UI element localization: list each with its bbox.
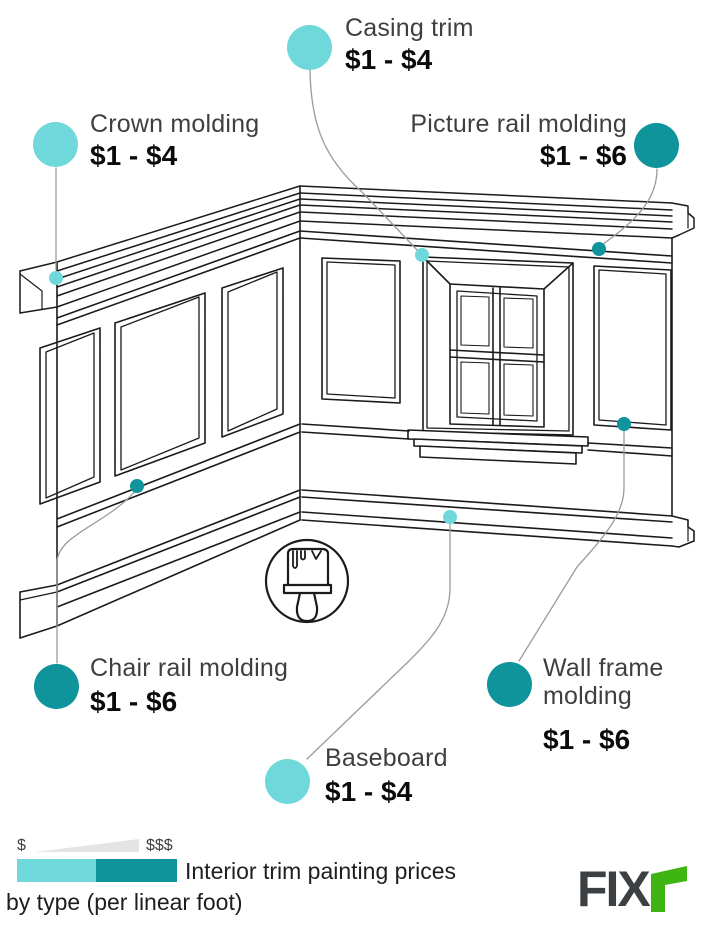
left-wall: [19, 185, 301, 639]
dot-crown: [49, 271, 63, 285]
callout-circle-wall-frame: [487, 662, 532, 707]
crown-molding-price: $1 - $4: [90, 140, 178, 171]
wall-frame-label: Wall frame molding: [543, 654, 664, 710]
leader-baseboard: [306, 523, 451, 760]
dot-picture-rail: [592, 242, 606, 256]
wall-frame-panels-left: [39, 267, 284, 505]
picture-rail-label: Picture rail molding: [410, 110, 627, 138]
callout-circle-baseboard: [265, 759, 310, 804]
fixr-logo: FIX: [577, 861, 687, 917]
callout-circle-crown-molding: [33, 122, 78, 167]
casing-trim-label: Casing trim: [345, 14, 474, 42]
connector-dots: [49, 242, 631, 524]
dot-casing: [415, 248, 429, 262]
leader-picture-rail: [602, 168, 658, 245]
legend-bar-high-tier: [96, 859, 177, 882]
baseboard-price: $1 - $4: [325, 776, 413, 807]
callout-circle-casing-trim: [287, 25, 332, 70]
picture-rail-left: [56, 230, 301, 319]
baseboard-right: [301, 489, 695, 548]
legend-bar-low-tier: [17, 859, 96, 882]
leader-wall-frame: [518, 429, 625, 662]
price-wedge-icon: [35, 839, 139, 852]
leader-casing: [309, 69, 420, 253]
window-casing: [422, 256, 574, 436]
legend-high-symbol: $$$: [146, 837, 173, 854]
legend-caption-line2: by type (per linear foot): [6, 889, 243, 915]
dot-chair-rail: [130, 479, 144, 493]
dot-wall-frame: [617, 417, 631, 431]
paintbrush-icon: [264, 538, 350, 624]
callout-circle-chair-rail: [34, 664, 79, 709]
right-wall: [299, 185, 695, 548]
casing-trim-price: $1 - $4: [345, 44, 433, 75]
leader-chair-rail: [56, 488, 138, 664]
picture-rail-right: [299, 230, 673, 257]
crown-molding-right: [299, 185, 695, 239]
chair-rail-right: [301, 423, 673, 457]
baseboard-label: Baseboard: [325, 744, 448, 772]
legend-caption-line1: Interior trim painting prices: [185, 858, 456, 884]
fixr-logo-text: FIX: [577, 861, 651, 917]
crown-molding-label: Crown molding: [90, 110, 260, 138]
legend-low-symbol: $: [17, 837, 26, 854]
chair-rail-price: $1 - $6: [90, 686, 178, 717]
leader-lines: [55, 69, 658, 760]
fixr-logo-r-mark: [650, 866, 687, 912]
chair-rail-label: Chair rail molding: [90, 654, 289, 682]
wall-frame-price: $1 - $6: [543, 724, 631, 755]
dot-baseboard: [443, 510, 457, 524]
window-sill: [407, 429, 589, 465]
crown-molding-left: [19, 185, 301, 314]
chair-rail-left: [56, 423, 301, 520]
baseboard-left: [19, 489, 301, 639]
wall-frame-panel-right: [593, 265, 672, 431]
window: [407, 256, 589, 465]
picture-rail-price: $1 - $6: [539, 140, 627, 171]
callout-circle-picture-rail: [634, 123, 679, 168]
